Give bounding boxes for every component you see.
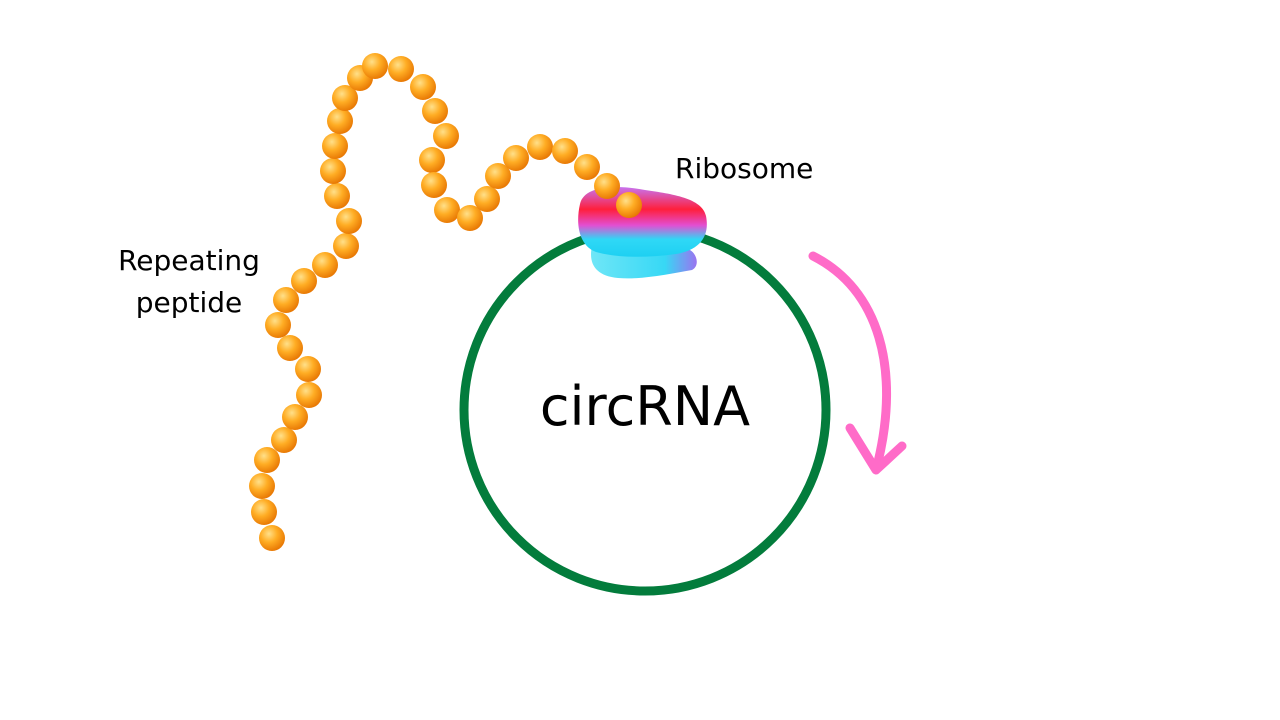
ribosome-label: Ribosome	[675, 152, 814, 185]
peptide-bead	[474, 186, 500, 212]
peptide-bead	[388, 56, 414, 82]
peptide-bead	[410, 74, 436, 100]
peptide-bead	[574, 154, 600, 180]
repeating-peptide-label: Repeating peptide	[96, 240, 282, 324]
clockwise-arrow-icon	[808, 251, 907, 475]
peptide-bead	[271, 427, 297, 453]
peptide-bead	[254, 447, 280, 473]
peptide-bead	[594, 173, 620, 199]
repeating-peptide-chain	[249, 53, 642, 551]
peptide-bead	[457, 205, 483, 231]
peptide-bead	[251, 499, 277, 525]
peptide-bead	[419, 147, 445, 173]
ribosome-icon	[578, 186, 707, 279]
peptide-bead	[421, 172, 447, 198]
peptide-bead	[332, 85, 358, 111]
peptide-bead	[322, 133, 348, 159]
peptide-bead	[434, 197, 460, 223]
peptide-bead	[277, 335, 303, 361]
peptide-bead	[296, 382, 322, 408]
peptide-bead	[295, 356, 321, 382]
ribosome-large-subunit	[578, 186, 707, 257]
repeating-peptide-label-line1: Repeating	[118, 244, 260, 277]
peptide-bead	[616, 192, 642, 218]
peptide-bead	[265, 312, 291, 338]
peptide-bead	[552, 138, 578, 164]
peptide-bead	[324, 183, 350, 209]
peptide-bead	[503, 145, 529, 171]
peptide-bead	[320, 158, 346, 184]
peptide-bead	[485, 163, 511, 189]
peptide-bead	[527, 134, 553, 160]
peptide-bead	[273, 287, 299, 313]
peptide-bead	[327, 108, 353, 134]
peptide-bead	[433, 123, 459, 149]
peptide-bead	[422, 98, 448, 124]
peptide-bead	[282, 404, 308, 430]
peptide-bead	[259, 525, 285, 551]
peptide-bead	[362, 53, 388, 79]
peptide-bead	[312, 252, 338, 278]
peptide-bead	[333, 233, 359, 259]
peptide-bead	[291, 268, 317, 294]
circrna-label: circRNA	[539, 375, 751, 438]
peptide-bead	[249, 473, 275, 499]
repeating-peptide-label-line2: peptide	[135, 286, 243, 319]
peptide-bead	[336, 208, 362, 234]
